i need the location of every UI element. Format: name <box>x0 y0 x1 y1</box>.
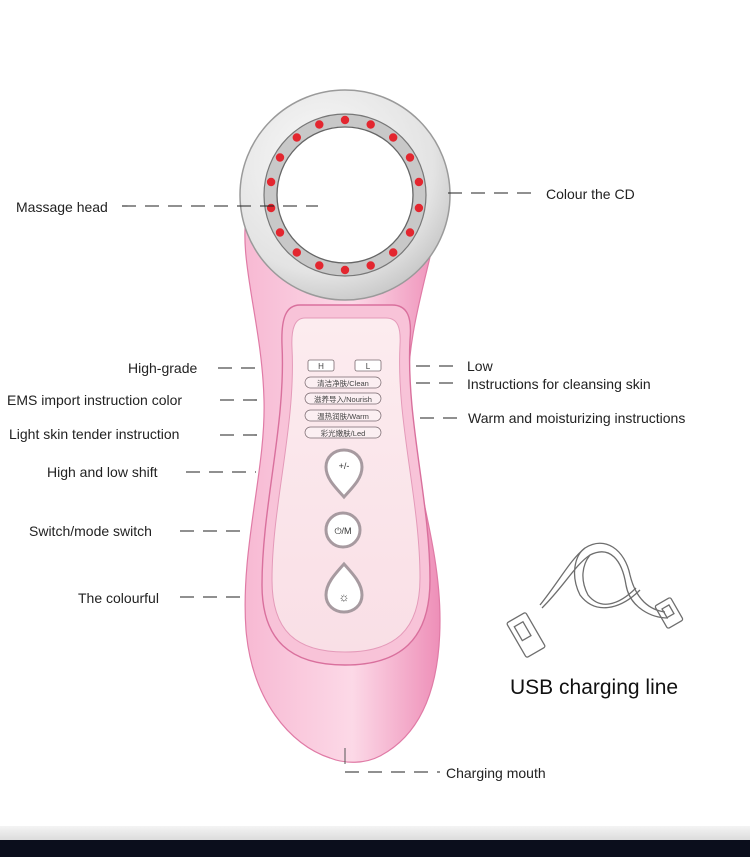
usb-plug <box>506 612 546 658</box>
led-dot <box>292 248 301 257</box>
nourish-indicator-label: 滋养导入/Nourish <box>314 394 372 404</box>
plus-minus-button[interactable]: +/- <box>324 448 364 500</box>
label-colourful: The colourful <box>78 590 159 606</box>
led-dot <box>366 120 375 129</box>
led-dot <box>292 133 301 142</box>
led-dot <box>266 177 276 187</box>
led-dot <box>389 248 398 257</box>
label-massage-head: Massage head <box>16 199 108 215</box>
light-button[interactable]: ☼ <box>324 561 364 614</box>
label-warm: Warm and moisturizing instructions <box>468 410 686 426</box>
led-indicator-label: 彩光嫩肤/Led <box>321 428 366 438</box>
usb-cable-illustration <box>506 542 684 658</box>
warm-indicator <box>304 409 382 422</box>
label-high-grade: High-grade <box>128 360 198 376</box>
led-dot <box>315 261 324 270</box>
h-key-label: H <box>318 362 324 371</box>
led-dot <box>405 228 415 237</box>
led-dot <box>340 265 350 275</box>
l-key[interactable] <box>354 359 382 372</box>
metal-plate <box>276 126 414 264</box>
label-high-low-shift: High and low shift <box>47 464 158 480</box>
label-charging-mouth: Charging mouth <box>446 765 546 781</box>
clean-indicator <box>304 376 382 389</box>
led-dot <box>366 261 375 270</box>
led-dot <box>414 177 424 187</box>
led-indicator <box>304 426 382 439</box>
led-dot <box>315 120 324 129</box>
label-switch-mode: Switch/mode switch <box>29 523 152 539</box>
label-light-skin: Light skin tender instruction <box>9 426 180 442</box>
l-key-label: L <box>366 362 371 371</box>
power-mode-label: ⏻/M <box>334 526 351 536</box>
power-mode-button[interactable]: ⏻/M <box>324 511 362 549</box>
footer-bar <box>0 840 750 857</box>
label-colour-cd: Colour the CD <box>546 186 635 202</box>
warm-indicator-label: 温热润肤/Warm <box>317 411 369 421</box>
led-dot <box>275 228 285 237</box>
plus-minus-label: +/- <box>339 461 350 471</box>
led-dot <box>275 153 285 162</box>
micro-usb-plug <box>654 597 684 629</box>
led-dot <box>266 203 276 213</box>
clean-indicator-label: 清洁净肤/Clean <box>317 378 369 388</box>
led-dot <box>389 133 398 142</box>
key-row-hl: H L <box>307 359 382 372</box>
nourish-indicator <box>304 392 382 405</box>
label-low: Low <box>467 358 493 374</box>
leader-lines <box>122 192 540 773</box>
usb-charging-title: USB charging line <box>510 676 679 699</box>
light-icon: ☼ <box>339 590 350 604</box>
led-dot <box>405 153 415 162</box>
label-cleansing: Instructions for cleansing skin <box>467 376 651 392</box>
mode-indicators: 清洁净肤/Clean 滋养导入/Nourish 温热润肤/Warm 彩光嫩肤/L… <box>304 376 382 439</box>
led-dot <box>340 115 350 125</box>
h-key[interactable] <box>307 359 335 372</box>
led-dots <box>266 115 424 275</box>
label-ems-import: EMS import instruction color <box>7 392 183 408</box>
led-dot <box>414 203 424 213</box>
